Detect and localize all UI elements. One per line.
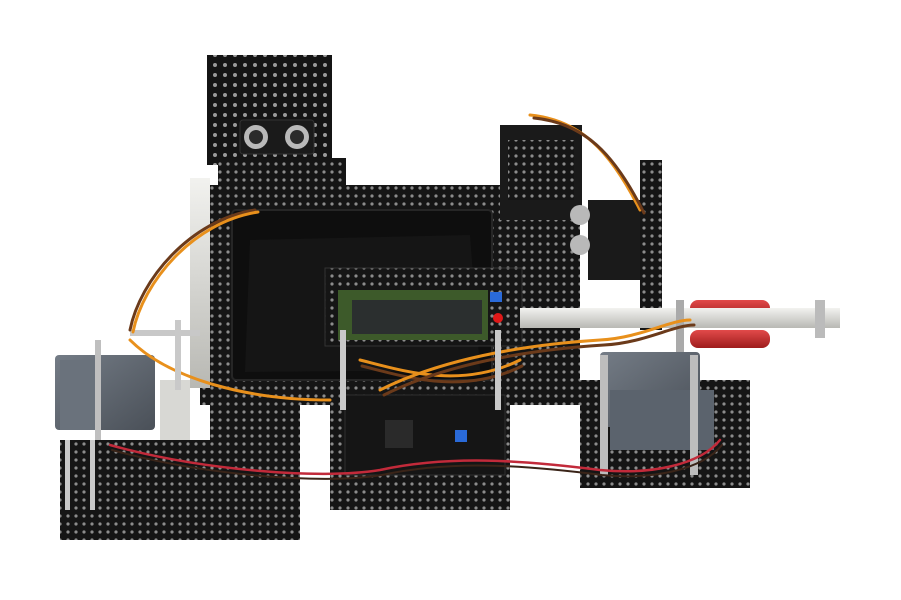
rail-bolt (676, 300, 684, 360)
aluminum-rail-left (190, 178, 210, 388)
led-red (493, 313, 503, 323)
rail-end-clip (815, 300, 825, 338)
metal-standoffs (65, 320, 501, 510)
potentiometer (490, 292, 502, 302)
sensor-shield-board (210, 400, 300, 500)
servo-left (55, 330, 200, 440)
servo-right (600, 352, 714, 475)
lcd-display-module (324, 267, 523, 347)
sensor-board-pins (508, 140, 574, 200)
ultrasonic-sensor-right (570, 160, 662, 330)
ultrasonic-sensor-top (239, 119, 315, 155)
sensor-panel-bracket (218, 158, 346, 198)
reset-button (455, 430, 467, 442)
